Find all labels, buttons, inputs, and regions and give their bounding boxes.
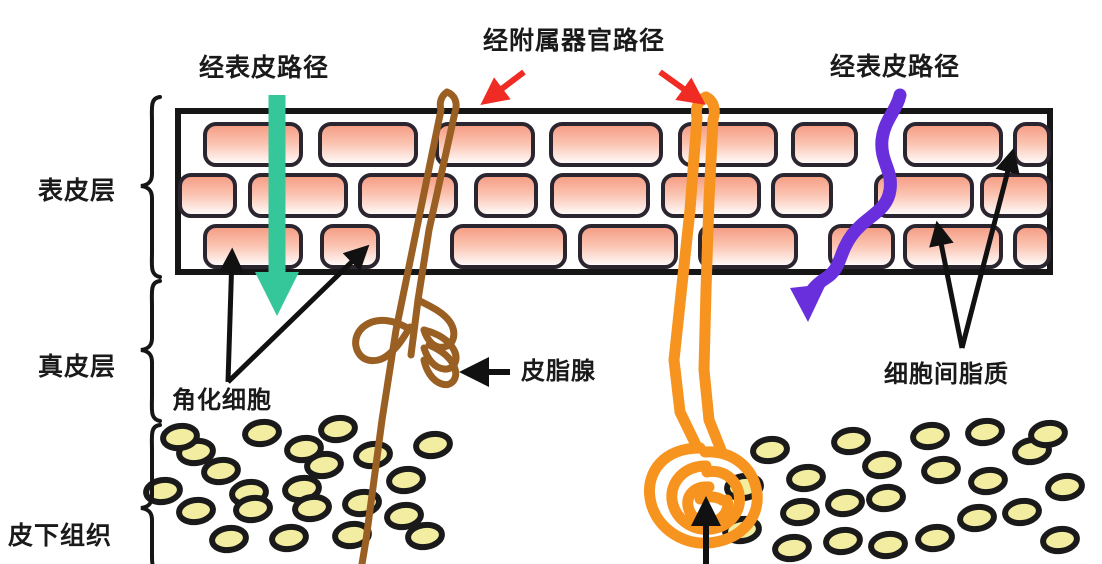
fat-cell-icon	[772, 533, 812, 563]
fat-cell-icon	[292, 493, 332, 523]
fat-cell-icon	[957, 503, 997, 533]
fat-cell-icon	[868, 530, 908, 560]
fat-cell-icon	[284, 434, 324, 464]
fat-cell-icon	[921, 455, 961, 485]
keratinocyte-cells	[178, 122, 1051, 269]
keratinocyte-cell-icon	[550, 173, 650, 218]
fat-cell-icon	[862, 450, 902, 480]
label-intercellular-lipids: 细胞间脂质	[884, 360, 1009, 388]
fat-cell-icon	[831, 426, 871, 456]
keratinocyte-cell-icon	[980, 173, 1051, 218]
keratinocyte-cell-icon	[698, 224, 798, 269]
label-transappendageal: 经附属器官路径	[483, 26, 666, 55]
keratinocyte-cell-icon	[874, 173, 974, 218]
keratinocyte-cell-icon	[474, 173, 538, 218]
hair-follicle-icon	[352, 88, 460, 564]
keratinocyte-cell-icon	[248, 173, 348, 218]
fat-cell-icon	[386, 465, 426, 495]
label-subcutaneous-layer: 皮下组织	[8, 521, 113, 550]
fat-cell-icon	[405, 521, 445, 551]
wavy-down-arrow-icon	[790, 88, 907, 322]
curly-brace-icon	[140, 95, 162, 564]
fat-cell-cluster-left	[143, 414, 453, 554]
keratinocyte-cell-icon	[318, 122, 418, 167]
fat-cell-icon	[910, 421, 950, 451]
red-pointer-arrow-icon	[480, 69, 706, 105]
fat-cell-icon	[823, 526, 863, 556]
label-dermis-layer: 真皮层	[38, 352, 117, 381]
fat-cell-icon	[915, 523, 955, 553]
fat-cell-icon	[786, 463, 826, 493]
keratinocyte-cell-icon	[771, 173, 833, 218]
label-transepidermal-right: 经表皮路径	[830, 52, 961, 81]
label-keratinocyte: 角化细胞	[172, 386, 272, 414]
keratinocyte-cell-icon	[178, 173, 237, 218]
fat-cell-icon	[968, 466, 1008, 496]
keratinocyte-cell-icon	[203, 224, 303, 269]
fat-cell-icon	[384, 501, 424, 531]
label-epidermis-layer: 表皮层	[38, 176, 117, 205]
fat-cell-icon	[242, 418, 282, 448]
keratinocyte-cell-icon	[203, 122, 303, 167]
fat-cell-icon	[209, 524, 249, 554]
keratinocyte-cell-icon	[678, 122, 778, 167]
fat-cell-icon	[176, 496, 216, 526]
keratinocyte-cell-icon	[1013, 122, 1051, 167]
fat-cell-icon	[965, 417, 1005, 447]
fat-cell-icon	[318, 414, 358, 444]
fat-cell-icon	[201, 456, 241, 486]
fat-cell-icon	[866, 483, 906, 513]
fat-cell-icon	[750, 435, 790, 465]
keratinocyte-cell-icon	[578, 224, 678, 269]
fat-cell-icon	[233, 494, 273, 524]
fat-cell-icon	[780, 497, 820, 527]
label-transepidermal-left: 经表皮路径	[199, 53, 330, 82]
fat-cell-icon	[1028, 419, 1068, 449]
fat-cell-cluster-right	[722, 417, 1085, 563]
fat-cell-icon	[160, 422, 200, 452]
fat-cell-icon	[1002, 497, 1042, 527]
fat-cell-icon	[1040, 525, 1080, 555]
keratinocyte-cell-icon	[450, 224, 567, 269]
black-pointer-arrow-icon	[218, 244, 370, 384]
fat-cell-icon	[825, 488, 865, 518]
keratinocyte-cell-icon	[549, 122, 663, 167]
fat-cell-icon	[143, 476, 183, 506]
fat-cell-icon	[413, 430, 453, 460]
black-pointer-arrow-icon	[929, 147, 1020, 349]
keratinocyte-cell-icon	[791, 122, 858, 167]
label-sebaceous-gland: 皮脂腺	[521, 357, 596, 385]
keratinocyte-cell-icon	[1013, 224, 1051, 269]
fat-cell-icon	[269, 523, 309, 553]
down-arrow-icon	[255, 95, 299, 316]
keratinocyte-cell-icon	[903, 122, 1003, 167]
fat-cell-icon	[1045, 472, 1085, 502]
